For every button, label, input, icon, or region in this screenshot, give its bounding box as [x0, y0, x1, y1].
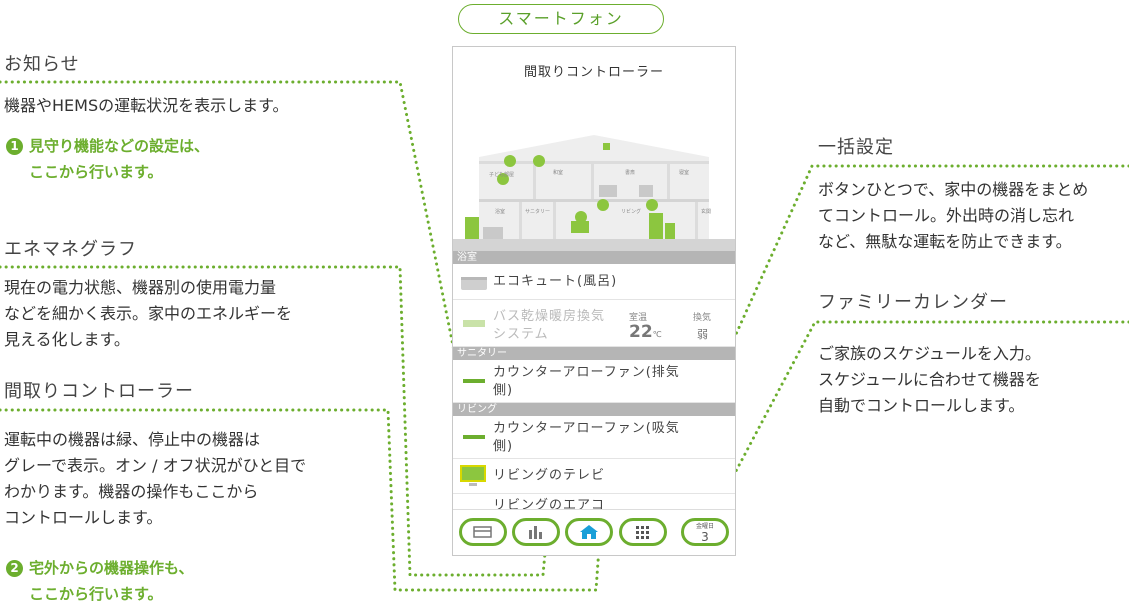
enegraph-text: 現在の電力状態、機器別の使用電力量 などを細かく表示。家中のエネルギーを 見える…: [4, 278, 293, 349]
calendar-title: ファミリーカレンダー: [818, 292, 1008, 313]
room-label: 玄関: [701, 208, 711, 215]
madori-note-text: 宅外からの機器操作も、 ここから行います。: [29, 559, 194, 603]
device-row-ecocute[interactable]: エコキュート(風呂): [453, 264, 735, 300]
section-bath: 浴室: [453, 251, 735, 264]
floor-plan[interactable]: 子ども部屋 和室 書斎 寝室 浴室 サニタリー リビング 玄関: [453, 127, 735, 251]
device-name: カウンターアローファン(吸気 側): [493, 421, 680, 454]
notice-note-text: 見守り機能などの設定は、 ここから行います。: [29, 137, 210, 181]
room-label: 和室: [553, 169, 563, 176]
notice-text: 機器やHEMSの運転状況を表示します。: [4, 96, 289, 115]
room-label: サニタリー: [525, 208, 550, 215]
house-icon: [580, 525, 598, 539]
vent-value: 弱: [697, 328, 708, 341]
fan-icon: [463, 435, 485, 439]
tab-energy-graph[interactable]: [512, 518, 560, 546]
room-label: リビング: [621, 208, 641, 215]
temp-readout: 22℃: [629, 322, 662, 342]
note-number-2: 2: [6, 560, 23, 577]
screen-title: 間取りコントローラー: [523, 65, 664, 80]
room-label: 寝室: [679, 169, 689, 176]
grid-icon: [636, 526, 649, 539]
device-row-fan-intake[interactable]: カウンターアローファン(吸気 側): [453, 416, 735, 459]
temp-label: 室温: [629, 313, 648, 323]
tab-notice[interactable]: [459, 518, 507, 546]
device-green-block: [465, 217, 479, 239]
notice-icon: [473, 526, 492, 538]
vent-label: 換気: [693, 313, 712, 323]
smartphone-label: スマートフォン: [458, 4, 664, 34]
bulk-text: ボタンひとつで、家中の機器をまとめ てコントロール。外出時の消し忘れ など、無駄…: [818, 180, 1089, 251]
tab-family-calendar[interactable]: 金曜日 3: [681, 518, 729, 546]
room-label: 浴室: [495, 208, 505, 215]
calendar-day: 3: [701, 530, 709, 544]
notice-note: 1 見守り機能などの設定は、 ここから行います。: [6, 133, 209, 181]
temp-value: 22: [629, 322, 653, 342]
device-row-tv[interactable]: リビングのテレビ: [453, 459, 735, 494]
bulk-title: 一括設定: [818, 137, 894, 158]
room-label: 子ども部屋: [489, 171, 514, 178]
calendar-text: ご家族のスケジュールを入力。 スケジュールに合わせて機器を 自動でコントロールし…: [818, 344, 1041, 415]
note-number-1: 1: [6, 138, 23, 155]
enegraph-title: エネマネグラフ: [4, 239, 137, 260]
device-name: リビングのテレビ: [493, 468, 606, 483]
bottom-tab-bar: 金曜日 3: [453, 509, 735, 555]
notice-title: お知らせ: [4, 54, 80, 75]
tv-icon: [460, 465, 486, 486]
madori-text: 運転中の機器は緑、停止中の機器は グレーで表示。オン / オフ状況がひと目で わ…: [4, 430, 307, 527]
device-row-fan-exhaust[interactable]: カウンターアローファン(排気 側): [453, 360, 735, 403]
room-label: 書斎: [625, 169, 635, 176]
madori-title: 間取りコントローラー: [4, 381, 194, 402]
device-name: バス乾燥暖房換気 システム: [493, 309, 606, 342]
bath-dryer-icon: [463, 320, 485, 327]
section-living: リビング: [453, 403, 735, 416]
calendar-weekday: 金曜日: [695, 523, 714, 530]
tab-floor-controller[interactable]: [565, 518, 613, 546]
device-name: カウンターアローファン(排気 側): [493, 365, 680, 398]
device-row-bath-dryer[interactable]: バス乾燥暖房換気 システム 室温 22℃ 換気 弱: [453, 300, 735, 347]
fan-icon: [463, 379, 485, 383]
phone-screen: 間取りコントローラー 子ども部屋 和室 書斎 寝室 浴室 サニタリー リビング: [452, 46, 736, 556]
madori-note: 2 宅外からの機器操作も、 ここから行います。: [6, 555, 194, 603]
bar-chart-icon: [529, 526, 542, 539]
bathtub-icon: [461, 277, 487, 290]
device-name: エコキュート(風呂): [493, 274, 618, 289]
section-sanitary: サニタリー: [453, 347, 735, 360]
tab-bulk-settings[interactable]: [619, 518, 667, 546]
temp-unit: ℃: [652, 330, 662, 339]
